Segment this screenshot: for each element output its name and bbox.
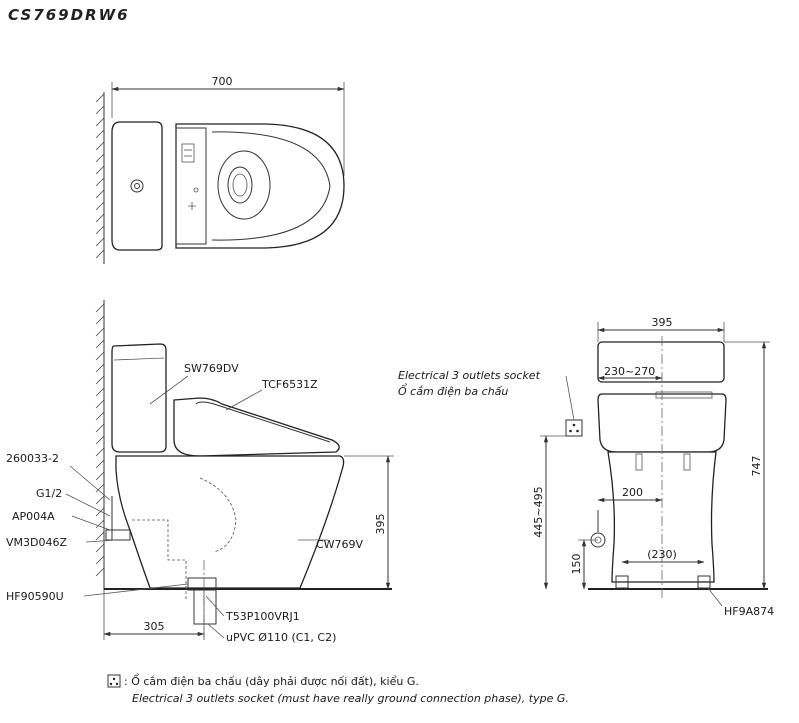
socket-label-en: Electrical 3 outlets socket <box>398 369 541 382</box>
socket-icon <box>565 419 583 437</box>
dim-150-label: 150 <box>570 554 583 575</box>
top-view-lid <box>211 131 331 241</box>
dim-700-label: 700 <box>212 75 233 88</box>
label-part-g12: G1/2 <box>36 487 62 500</box>
side-view-bowl <box>115 455 345 589</box>
flush-button-icon <box>130 179 144 193</box>
front-view-tank <box>597 341 725 383</box>
legend: : Ổ cắm điện ba chấu (dây phải được nối … <box>107 673 569 705</box>
label-part-vm3d046z: VM3D046Z <box>6 536 67 549</box>
dim-395-label: 395 <box>374 514 387 535</box>
label-part-260033-2: 260033-2 <box>6 452 59 465</box>
front-view: Electrical 3 outlets socket Ổ cắm điện b… <box>398 316 774 618</box>
legend-line-en: Electrical 3 outlets socket (must have r… <box>132 692 569 705</box>
legend-line-vi: : Ổ cắm điện ba chấu (dây phải được nối … <box>124 673 419 688</box>
model-title: CS769DRW6 <box>8 6 130 24</box>
label-part-ap004a: AP004A <box>12 510 55 523</box>
top-view-control-panel <box>175 127 207 245</box>
label-tank-sw769dv: SW769DV <box>184 362 239 375</box>
dim-305-label: 305 <box>144 620 165 633</box>
front-view-foot-left <box>615 575 629 589</box>
side-view-wall-hatch <box>95 303 105 577</box>
dim-front-395-label: 395 <box>652 316 673 329</box>
front-view-foot-right <box>697 575 711 589</box>
side-view: 395 305 SW769DV TCF6531Z CW769V 260033-2… <box>6 300 394 644</box>
label-seat-tcf6531z: TCF6531Z <box>261 378 318 391</box>
top-view: 700 <box>95 75 345 264</box>
label-bowl-cw769v: CW769V <box>316 538 364 551</box>
dim-747-label: 747 <box>750 456 763 477</box>
top-view-seat <box>175 123 345 249</box>
socket-label-vi: Ổ cắm điện ba chấu <box>398 383 508 398</box>
top-view-bowl <box>217 150 271 220</box>
side-view-angle-valve <box>105 529 131 541</box>
side-view-tank <box>111 343 167 453</box>
dim-230-label: (230) <box>647 548 677 561</box>
legend-socket-icon <box>107 674 121 688</box>
label-part-hf90590u: HF90590U <box>6 590 64 603</box>
label-upvc-pipe: uPVC Ø110 (C1, C2) <box>226 631 336 644</box>
top-view-wall-hatch <box>95 93 105 259</box>
label-part-hf9a874: HF9A874 <box>724 605 774 618</box>
side-view-seat <box>173 397 340 457</box>
dim-200-label: 200 <box>622 486 643 499</box>
label-part-t53p100vrj1: T53P100VRJ1 <box>225 610 300 623</box>
dim-230-270-label: 230~270 <box>604 365 655 378</box>
dim-445-495-label: 445~495 <box>532 486 545 537</box>
top-view-tank <box>111 121 163 251</box>
